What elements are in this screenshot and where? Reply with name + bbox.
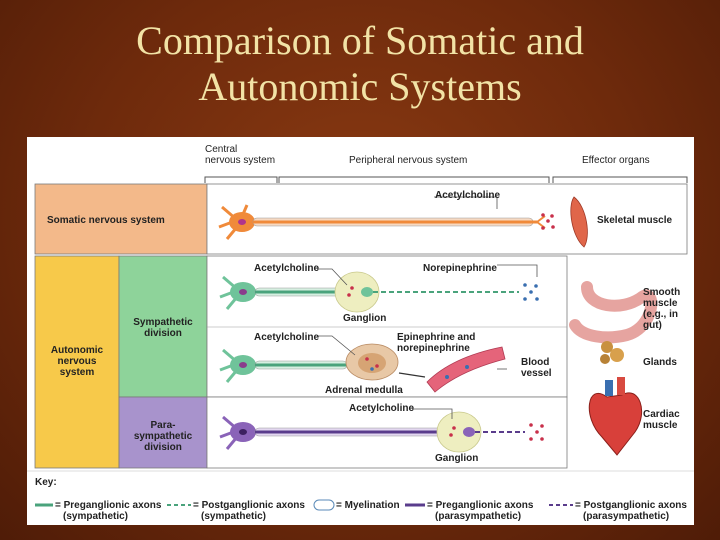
label-symp-ganglion: Ganglion (343, 313, 387, 324)
sympathetic-row-bg (118, 255, 208, 398)
parasympathetic-row-bg (118, 396, 208, 469)
label-somatic-acetylcholine: Acetylcholine (435, 190, 501, 201)
somatic-row-bg (34, 183, 208, 255)
label-glands: Glands (643, 357, 677, 368)
key-item-4-line2: (parasympathetic) (435, 511, 522, 522)
sympathetic-label-line1: Sympathetic (133, 317, 193, 328)
label-para-acetylcholine: Acetylcholine (349, 403, 415, 414)
stomach-icon (569, 281, 658, 344)
autonomic-label-bg (34, 255, 120, 469)
diagram-svg (27, 176, 694, 511)
effector-header: Effector organs (582, 155, 650, 166)
label-adrenal-medulla: Adrenal medulla (325, 385, 403, 396)
autonomic-label-line1: Autonomic (50, 345, 104, 356)
autonomic-label-line2: nervous (57, 356, 97, 367)
label-symp-acetylcholine: Acetylcholine (254, 263, 320, 274)
key-item-1-line1: = Preganglionic axons (55, 500, 162, 511)
sympathetic-neuron-2 (219, 348, 355, 383)
key-item-3-line1: = Myelination (336, 500, 400, 511)
autonomic-label: Autonomic nervous system (43, 345, 111, 378)
autonomic-label-line3: system (59, 367, 95, 378)
somatic-neuron (218, 204, 555, 240)
key-swatches (35, 499, 573, 511)
cns-header-line2: nervous system (205, 155, 276, 166)
header-brackets (204, 176, 688, 183)
para-label-line1: Para- (150, 420, 176, 431)
label-smooth-line3: (e.g., in (643, 309, 678, 320)
label-cardiac-line1: Cardiac (643, 409, 680, 420)
key-item-3: = Myelination (336, 500, 400, 511)
key-item-4-line1: = Preganglionic axons (427, 500, 534, 511)
label-cardiac-muscle: Cardiac muscle (643, 409, 680, 431)
key-item-2-line2: (sympathetic) (201, 511, 267, 522)
slide-title-line1: Comparison of Somatic and (136, 18, 584, 63)
cns-header-line1: Central (205, 144, 238, 155)
blood-vessel-icon (426, 346, 506, 393)
label-epinephrine-line2: norepinephrine (397, 343, 470, 354)
key-item-1: = Preganglionic axons (sympathetic) (55, 500, 161, 522)
key-item-5: = Postganglionic axons (parasympathetic) (575, 500, 687, 522)
label-adrenal-acetylcholine: Acetylcholine (254, 332, 320, 343)
key-item-5-line1: = Postganglionic axons (575, 500, 687, 511)
sympathetic-neuron-1 (219, 271, 539, 313)
label-skeletal-muscle: Skeletal muscle (597, 215, 673, 226)
key-item-4: = Preganglionic axons (parasympathetic) (427, 500, 533, 522)
adrenal-medulla-icon (345, 343, 399, 381)
label-blood-vessel-line2: vessel (521, 368, 552, 379)
skeletal-muscle-icon (570, 196, 588, 248)
cns-header: Central nervous system (205, 144, 275, 166)
key-item-5-line2: (parasympathetic) (583, 511, 670, 522)
label-epinephrine-line1: Epinephrine and (397, 332, 476, 343)
key-title: Key: (35, 477, 57, 488)
key-item-2: = Postganglionic axons (sympathetic) (193, 500, 305, 522)
label-epinephrine: Epinephrine and norepinephrine (397, 332, 475, 354)
label-smooth-line1: Smooth (643, 287, 681, 298)
label-smooth-line2: muscle (643, 298, 678, 309)
slide-title: Comparison of Somatic and Autonomic Syst… (0, 18, 720, 110)
label-smooth-muscle: Smooth muscle (e.g., in gut) (643, 287, 680, 331)
pns-header: Peripheral nervous system (349, 155, 468, 166)
label-blood-vessel-line1: Blood (521, 357, 550, 368)
diagram-panel: Central nervous system Peripheral nervou… (27, 137, 694, 525)
para-label-line2: sympathetic (133, 431, 193, 442)
label-cardiac-line2: muscle (643, 420, 678, 431)
somatic-row-label: Somatic nervous system (47, 215, 165, 226)
parasympathetic-neuron (219, 411, 544, 453)
label-norepinephrine: Norepinephrine (423, 263, 497, 274)
slide-title-line2: Autonomic Systems (198, 64, 522, 109)
label-para-ganglion: Ganglion (435, 453, 479, 464)
para-label-line3: division (144, 442, 182, 453)
heart-icon (588, 377, 643, 456)
key-item-2-line1: = Postganglionic axons (193, 500, 305, 511)
label-smooth-line4: gut) (643, 320, 662, 331)
sympathetic-label: Sympathetic division (123, 317, 203, 339)
glands-icon (600, 341, 624, 364)
sympathetic-label-line2: division (144, 328, 182, 339)
key-item-1-line2: (sympathetic) (63, 511, 129, 522)
parasympathetic-label: Para- sympathetic division (123, 420, 203, 453)
label-blood-vessel: Blood vessel (521, 357, 552, 379)
